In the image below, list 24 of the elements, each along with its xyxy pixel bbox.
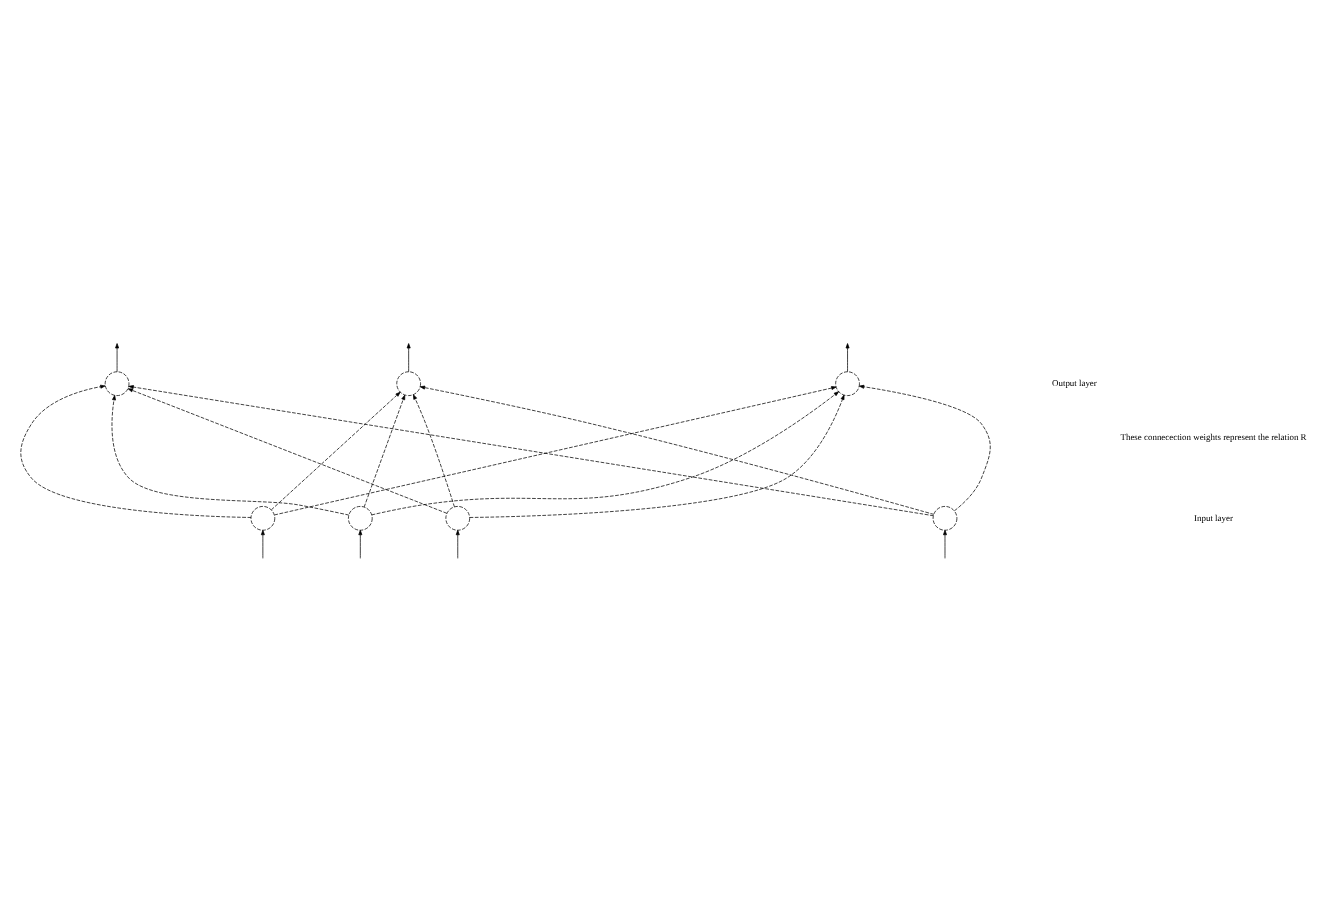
arrow (845, 342, 850, 372)
node-circle (250, 505, 276, 530)
arrow (413, 393, 455, 507)
arrow (455, 528, 460, 558)
arrow (469, 393, 845, 517)
arrow (859, 383, 991, 511)
arrow (260, 528, 265, 558)
arrow (115, 342, 119, 372)
arrow (111, 394, 350, 515)
arrow (358, 528, 363, 558)
arrow (943, 528, 947, 558)
arrow (270, 390, 401, 510)
node-circle (445, 505, 471, 530)
arrow (128, 384, 934, 516)
arrow (371, 390, 839, 515)
arrow (127, 387, 448, 513)
arrow (20, 383, 252, 517)
arrow (274, 385, 837, 515)
node-circle (348, 505, 373, 530)
arrow (419, 384, 935, 514)
node-circle (932, 505, 958, 530)
node-circle (104, 370, 130, 395)
arrow (363, 393, 406, 507)
arrow (406, 342, 411, 372)
